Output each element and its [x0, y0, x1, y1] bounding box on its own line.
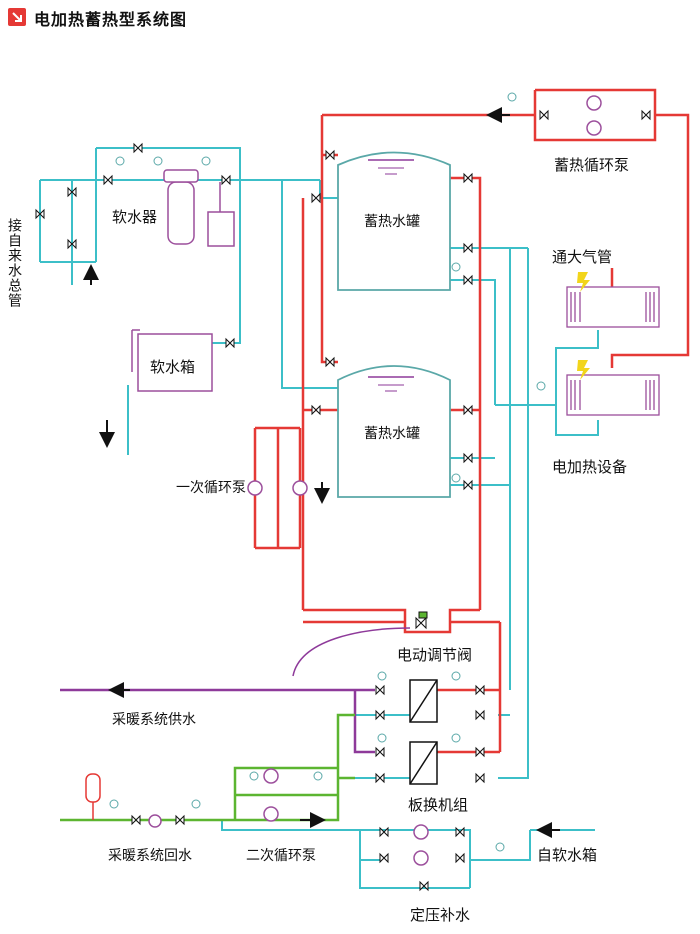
page-title: 电加热蓄热型系统图	[34, 10, 188, 29]
label-storage-circ-pump: 蓄热循环泵	[554, 156, 629, 174]
plate-heat-exchanger	[409, 679, 438, 785]
gauge-icon	[109, 92, 546, 852]
heating-return-pipes	[60, 713, 355, 822]
label-electric-heater: 电加热设备	[552, 458, 627, 476]
label-water-softener: 软水器	[112, 208, 157, 226]
label-vent-pipe: 通大气管	[552, 248, 612, 266]
motorized-valve-icon	[418, 611, 428, 619]
valve-icon	[35, 109, 651, 892]
electric-heater-lower	[566, 374, 660, 416]
label-heating-supply: 采暖系统供水	[112, 712, 196, 728]
pump-icon	[148, 95, 602, 866]
lightning-icon	[577, 272, 590, 380]
flow-arrow-icon	[83, 107, 560, 838]
storage-tank-upper	[337, 151, 451, 291]
label-plate-hx-unit: 板换机组	[408, 796, 468, 814]
storage-tank-lower	[337, 365, 451, 498]
label-soft-water-tank: 软水箱	[150, 358, 195, 376]
label-primary-circ-pump: 一次循环泵	[176, 480, 246, 496]
label-storage-tank-upper: 蓄热水罐	[364, 214, 420, 230]
label-pressure-makeup: 定压补水	[410, 906, 470, 924]
soft-water-tank	[131, 329, 213, 392]
label-heating-return: 采暖系统回水	[108, 848, 192, 864]
water-softener	[163, 169, 235, 247]
label-storage-tank-lower: 蓄热水罐	[364, 426, 420, 442]
header-arrow-icon	[8, 8, 26, 26]
label-tap-water-main: 接自来水总管	[6, 217, 22, 308]
electric-heater-upper	[566, 286, 660, 328]
label-motorized-valve: 电动调节阀	[397, 646, 472, 664]
expansion-vessel	[85, 773, 101, 820]
label-secondary-circ-pump: 二次循环泵	[246, 848, 316, 864]
label-from-soft-tank: 自软水箱	[537, 846, 597, 864]
